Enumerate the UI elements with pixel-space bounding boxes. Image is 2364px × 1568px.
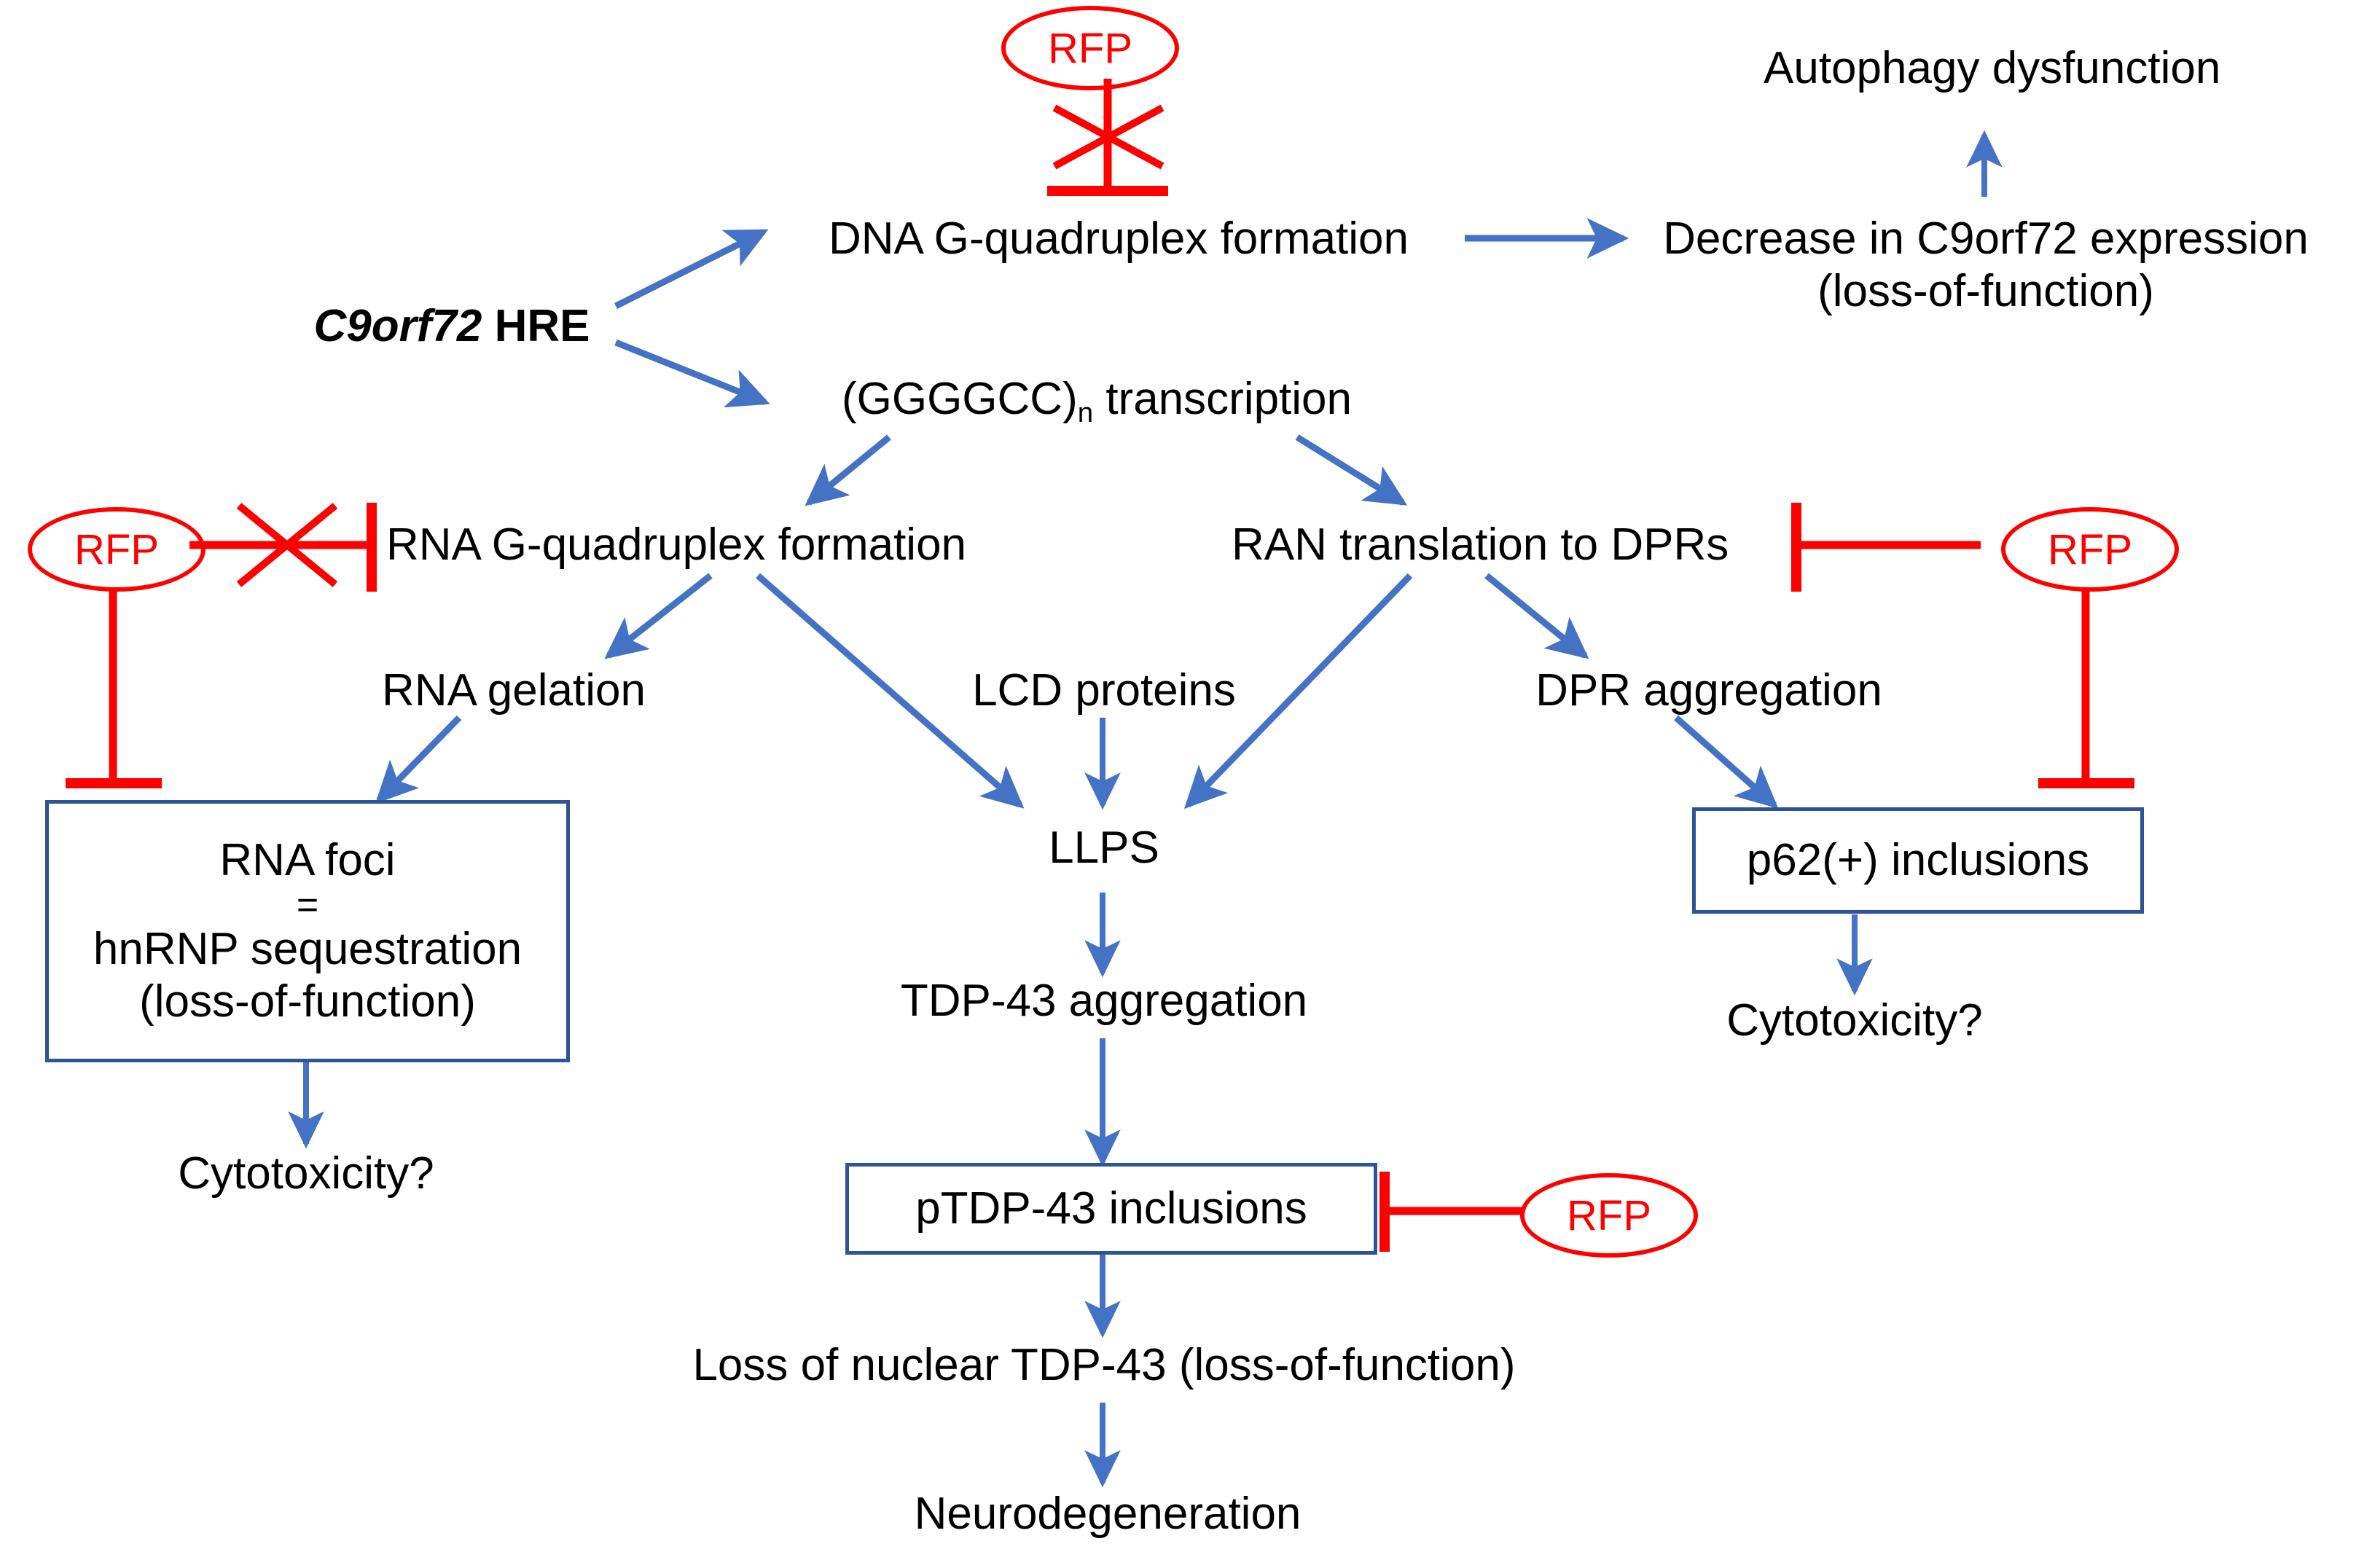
edge-dpr-to-p62 bbox=[1674, 715, 1779, 809]
edge-ran-to-dpr bbox=[1484, 573, 1589, 659]
node-rna-g-quadruplex: RNA G-quadruplex formation bbox=[386, 520, 967, 570]
box-ptdp43-inclusions: pTDP-43 inclusions bbox=[845, 1163, 1377, 1255]
ggggcc-prefix: (GGGGCC) bbox=[841, 374, 1078, 424]
hre-suffix: HRE bbox=[482, 301, 590, 351]
edge-hre-to-transcription bbox=[614, 339, 770, 408]
node-ggggcc-transcription: (GGGGCC)n transcription bbox=[794, 373, 1399, 429]
inhibitor-top bbox=[1047, 79, 1168, 196]
edge-transcription-to-rnag bbox=[805, 434, 891, 506]
rna-foci-line4: (loss-of-function) bbox=[139, 976, 476, 1027]
box-rna-foci-hnrnp: RNA foci = hnRNP sequestration (loss-of-… bbox=[45, 800, 570, 1062]
edge-transcription-to-ran bbox=[1295, 434, 1408, 506]
c9orf72-gene-name: C9orf72 bbox=[313, 301, 482, 351]
node-c9orf72-hre: C9orf72 HRE bbox=[281, 300, 623, 353]
rfp-node-right[interactable]: RFP bbox=[2001, 507, 2179, 592]
edge-rnag-to-gelation bbox=[604, 573, 713, 659]
node-autophagy-dysfunction: Autophagy dysfunction bbox=[1764, 43, 2221, 93]
edge-hre-to-dnag bbox=[614, 228, 769, 310]
inhibitor-left-horizontal bbox=[189, 503, 377, 592]
inhibitor-right-horizontal bbox=[1791, 503, 1981, 592]
inhibitor-bottom-horizontal bbox=[1379, 1172, 1523, 1252]
inhibitor-right-vertical bbox=[2038, 590, 2134, 788]
node-tdp43-aggregation: TDP-43 aggregation bbox=[900, 976, 1308, 1026]
node-rna-gelation: RNA gelation bbox=[382, 665, 646, 716]
rfp-label: RFP bbox=[1048, 24, 1132, 72]
decrease-line1: Decrease in C9orf72 expression bbox=[1663, 213, 2309, 264]
ptdp43-label: pTDP-43 inclusions bbox=[915, 1183, 1307, 1234]
rfp-node-top[interactable]: RFP bbox=[1001, 6, 1179, 90]
node-lcd-proteins: LCD proteins bbox=[972, 665, 1236, 716]
ggggcc-suffix: transcription bbox=[1093, 374, 1353, 424]
edge-gelation-to-rnafoci bbox=[375, 715, 462, 804]
rna-foci-line3: hnRNP sequestration bbox=[93, 924, 522, 975]
node-cytotoxicity-left: Cytotoxicity? bbox=[178, 1148, 434, 1199]
inhibitor-left-vertical bbox=[66, 590, 162, 788]
rfp-label: RFP bbox=[2048, 525, 2132, 573]
rfp-label: RFP bbox=[1567, 1191, 1651, 1239]
node-ran-translation-dprs: RAN translation to DPRs bbox=[1232, 520, 1729, 570]
rfp-node-left[interactable]: RFP bbox=[28, 507, 206, 592]
rfp-node-bottom[interactable]: RFP bbox=[1520, 1173, 1698, 1258]
node-dna-g-quadruplex: DNA G-quadruplex formation bbox=[828, 213, 1409, 264]
rfp-label: RFP bbox=[74, 525, 159, 573]
decrease-line2: (loss-of-function) bbox=[1817, 265, 2154, 316]
node-cytotoxicity-right: Cytotoxicity? bbox=[1726, 995, 1983, 1046]
rna-foci-line1: RNA foci bbox=[219, 834, 396, 885]
node-decrease-c9orf72-expression: Decrease in C9orf72 expression (loss-of-… bbox=[1632, 213, 2339, 318]
rna-foci-equals: = bbox=[296, 883, 319, 926]
node-llps: LLPS bbox=[1049, 823, 1159, 873]
ggggcc-subscript-n: n bbox=[1077, 396, 1094, 428]
node-loss-nuclear-tdp43: Loss of nuclear TDP-43 (loss-of-function… bbox=[692, 1340, 1516, 1390]
node-neurodegeneration: Neurodegeneration bbox=[914, 1489, 1302, 1539]
box-p62-inclusions: p62(+) inclusions bbox=[1692, 807, 2144, 914]
p62-label: p62(+) inclusions bbox=[1746, 835, 2090, 886]
node-dpr-aggregation: DPR aggregation bbox=[1535, 665, 1882, 716]
